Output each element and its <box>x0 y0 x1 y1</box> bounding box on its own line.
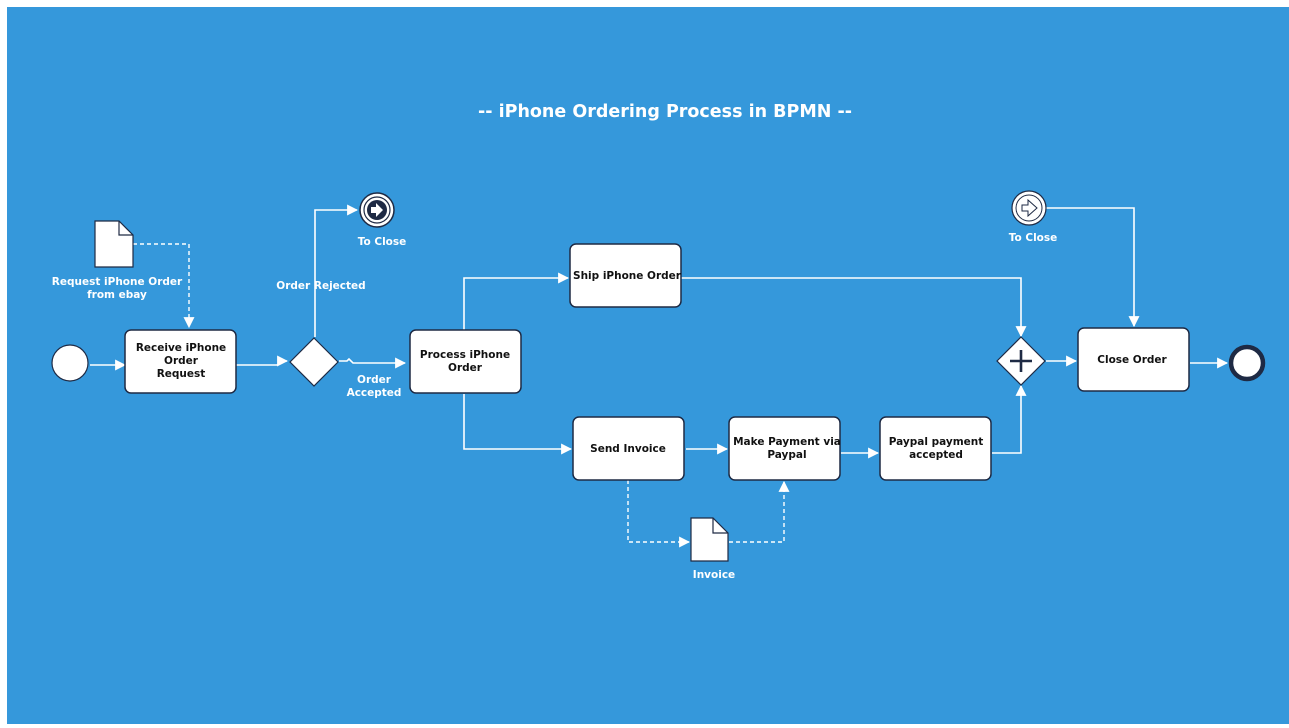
task-process-line-1: Process iPhone <box>420 349 510 361</box>
order-accepted-label-line-1: Order <box>357 374 392 386</box>
task-ship-line-1: Ship iPhone Order <box>573 270 682 282</box>
link-throw-label: To Close <box>358 236 407 248</box>
task-paypal-payment-accepted[interactable]: Paypal payment accepted <box>879 416 992 481</box>
task-paypal-accepted-line-1: Paypal payment <box>889 436 984 448</box>
flow-gateway-order-rejected[interactable] <box>314 204 359 337</box>
task-box <box>1077 327 1190 392</box>
document-fold <box>712 518 728 534</box>
task-box <box>569 243 682 308</box>
link-catch-label: To Close <box>1009 232 1058 244</box>
task-process-line-2: Order <box>448 362 483 374</box>
task-send-invoice-line-1: Send Invoice <box>590 443 666 455</box>
task-box <box>879 416 992 481</box>
task-paypal-accepted-line-2: accepted <box>909 449 963 461</box>
document-icon <box>94 220 134 268</box>
diagram-title: -- iPhone Ordering Process in BPMN -- <box>478 102 852 122</box>
task-close-order[interactable]: Close Order <box>1077 327 1190 392</box>
request-label-line-2: from ebay <box>87 289 147 301</box>
task-close-line-1: Close Order <box>1097 354 1167 366</box>
flow-process-to-ship[interactable] <box>463 272 570 330</box>
task-make-payment-via-paypal[interactable]: Make Payment via Paypal <box>728 416 841 481</box>
flow-gateway-order-accepted[interactable] <box>339 357 407 369</box>
flow-process-to-send-invoice[interactable] <box>463 394 573 455</box>
order-accepted-label-line-2: Accepted <box>347 387 402 399</box>
task-receive-line-1: Receive iPhone <box>136 342 226 354</box>
task-box <box>572 416 685 481</box>
task-box <box>124 329 237 394</box>
task-make-payment-line-2: Paypal <box>767 449 806 461</box>
task-receive-iphone-order-request[interactable]: Receive iPhone Order Request <box>124 329 237 394</box>
flow-accepted-to-parallel[interactable] <box>992 384 1027 454</box>
task-process-iphone-order[interactable]: Process iPhone Order <box>409 329 522 394</box>
task-make-payment-line-1: Make Payment via <box>733 436 841 448</box>
flow-link-catch-to-close[interactable] <box>1041 207 1140 328</box>
task-box <box>728 416 841 481</box>
parallel-gateway[interactable] <box>996 336 1046 386</box>
bpmn-diagram: -- iPhone Ordering Process in BPMN -- Re… <box>7 7 1289 724</box>
document-fold <box>118 221 133 236</box>
diagram-canvas: -- iPhone Ordering Process in BPMN -- Re… <box>7 7 1289 724</box>
association-request-to-receive[interactable] <box>133 243 195 329</box>
association-invoice-to-payment[interactable] <box>729 480 790 543</box>
arrow-right-icon <box>371 203 383 217</box>
request-label-line-1: Request iPhone Order <box>52 276 183 288</box>
invoice-label: Invoice <box>693 569 735 581</box>
order-rejected-label: Order Rejected <box>276 280 365 292</box>
task-receive-line-2: Order <box>164 355 199 367</box>
exclusive-gateway[interactable] <box>289 337 339 387</box>
task-receive-line-3: Request <box>157 368 206 380</box>
end-event-icon <box>1228 344 1266 382</box>
task-box <box>409 329 522 394</box>
document-icon <box>690 517 729 562</box>
data-object-request[interactable] <box>94 220 134 268</box>
plus-icon <box>1010 350 1032 372</box>
exclusive-gateway-icon <box>289 337 339 387</box>
link-throw-event[interactable] <box>359 192 395 228</box>
flow-ship-to-parallel[interactable] <box>681 277 1027 338</box>
end-event[interactable] <box>1228 344 1266 382</box>
task-send-invoice[interactable]: Send Invoice <box>572 416 685 481</box>
link-catch-arrow-icon <box>1021 198 1038 218</box>
link-catch-event[interactable] <box>1011 190 1047 226</box>
start-event-icon[interactable] <box>51 344 89 382</box>
flow-receive-to-gateway[interactable] <box>236 355 289 367</box>
data-object-invoice[interactable] <box>690 517 729 562</box>
task-ship-iphone-order[interactable]: Ship iPhone Order <box>569 243 682 308</box>
